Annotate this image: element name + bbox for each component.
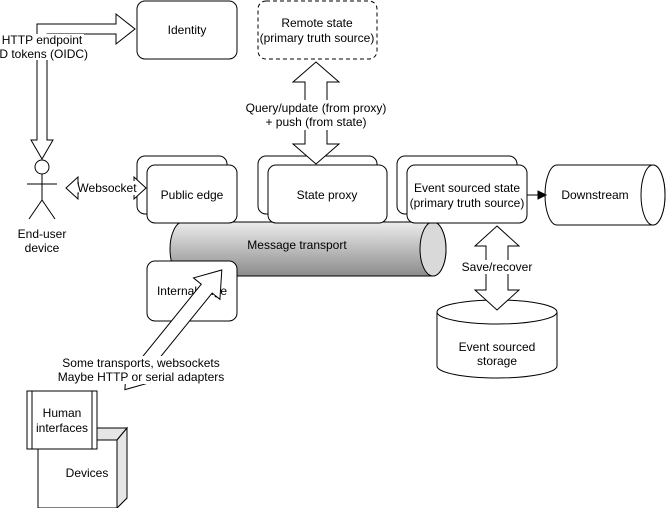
end-user-actor-icon	[27, 159, 57, 220]
event-state-label-line1: Event sourced state	[414, 181, 520, 195]
public-edge-label: Public edge	[161, 188, 224, 202]
downstream-label: Downstream	[561, 188, 628, 202]
arrow-user-to-identity	[30, 12, 136, 160]
event-sourced-storage-cylinder: Event sourced storage	[436, 299, 558, 379]
http-label-line2: ID tokens (OIDC)	[0, 47, 88, 61]
websocket-label-bg	[79, 181, 135, 195]
arrow-to-downstream	[527, 190, 548, 200]
http-label-bg	[2, 34, 84, 60]
human-interfaces-label-line1: Human	[43, 406, 82, 420]
remote-state-box: Remote state (primary truth source)	[257, 0, 378, 60]
remote-state-label-line2: (primary truth source)	[260, 31, 375, 45]
event-sourced-state-box: Event sourced state (primary truth sourc…	[396, 155, 528, 224]
transports-label-line1: Some transports, websockets	[62, 356, 219, 370]
identity-box: Identity	[136, 0, 238, 60]
query-label-bg	[248, 100, 384, 130]
event-state-label-line2: (primary truth source)	[410, 196, 525, 210]
state-proxy-label: State proxy	[297, 188, 358, 202]
downstream-cylinder: Downstream	[544, 164, 666, 226]
human-interfaces-box: Human interfaces	[26, 390, 98, 450]
human-interfaces-label-line2: interfaces	[36, 421, 88, 435]
save-recover-label: Save/recover	[462, 260, 533, 274]
query-label-line2: + push (from state)	[265, 115, 366, 129]
transports-label-line2: Maybe HTTP or serial adapters	[58, 370, 225, 384]
public-edge-box: Public edge	[136, 155, 238, 224]
devices-label: Devices	[66, 466, 109, 480]
event-storage-label-line1: Event sourced	[459, 340, 536, 354]
transports-label-bg	[66, 356, 218, 384]
identity-label: Identity	[168, 23, 207, 37]
end-user-label-line1: End-user	[18, 227, 67, 241]
state-proxy-box: State proxy	[257, 155, 388, 224]
remote-state-label-line1: Remote state	[281, 16, 353, 30]
end-user-label-line2: device	[25, 241, 60, 255]
http-label-line1: HTTP endpoint	[2, 33, 83, 47]
message-transport-label: Message transport	[247, 238, 347, 252]
save-recover-label-bg	[462, 260, 532, 274]
websocket-label: Websocket	[77, 181, 137, 195]
event-storage-label-line2: storage	[477, 354, 517, 368]
query-label-line1: Query/update (from proxy)	[246, 101, 387, 115]
